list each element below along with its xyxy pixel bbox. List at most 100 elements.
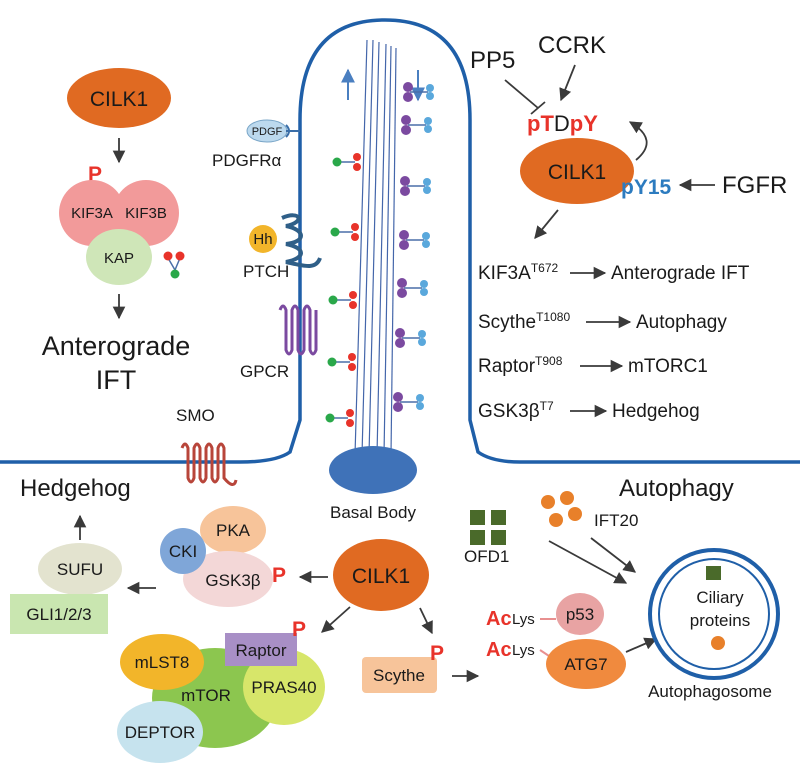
ptch-label: PTCH [243,262,289,281]
raptor-phospho-mark: P [292,618,306,641]
basal-body [329,446,417,494]
basal-body-label: Basal Body [330,503,416,522]
mtor-label: mTOR [181,686,231,705]
ptch-receptor-icon [281,213,322,268]
atg7-acetyl-mark: Ac [486,639,512,661]
motif-pt: pT [527,111,554,136]
gsk3b-label: GSK3β [205,571,260,590]
target-0-effect: Anterograde IFT [611,263,750,284]
scythe-phospho-mark: P [430,642,444,665]
cilk1-top [520,138,634,204]
cilk1-bottom [333,539,429,611]
cargo-icon [163,251,185,279]
anterograde-label: Anterograde [42,331,191,361]
deptor-node [117,701,203,763]
ciliary-protein-square-icon [706,566,721,580]
raptor-label: Raptor [235,641,286,660]
arrow-ift20-autophagosome [590,537,636,573]
scythe-label: Scythe [373,666,425,685]
ift-label: IFT [96,365,137,395]
cilk1-bottom-label: CILK1 [352,565,410,588]
ift-particles [325,82,434,427]
axoneme-microtubules [354,39,397,456]
arrow-ccrk [559,64,576,102]
ift20-label: IFT20 [594,511,638,530]
sufu-node [38,543,122,595]
cilk1-top-label: CILK1 [548,161,606,184]
motif-py: pY [570,111,598,136]
ccrk-label: CCRK [538,32,606,59]
pdgf-label: PDGF [252,126,283,138]
target-3-effect: Hedgehog [612,401,700,422]
target-1-name: ScytheT1080 [478,310,570,333]
atg7-label: ATG7 [564,655,607,674]
py15-label: pY15 [621,176,672,199]
pka-node [200,506,266,554]
arrow-cilk1-targets [534,209,559,239]
atg7-node [546,639,626,689]
fgfr-label: FGFR [722,172,787,199]
target-3-name: GSK3βT7 [478,399,554,422]
inhibit-pp5 [504,79,539,109]
scythe-node [362,657,437,693]
arrow-atg7-autophagosome [625,637,658,653]
gsk3b-node [183,551,273,607]
cell-membrane [0,18,800,464]
target-2-name: RaptorT908 [478,354,563,377]
arrow-cilk1-scythe [419,607,433,635]
hedgehog-label: Hedgehog [20,475,131,502]
cki-label: CKI [169,542,197,561]
autophagosome-label: Autophagosome [648,682,772,701]
p53-acetyl-mark: Ac [486,608,512,630]
deptor-label: DEPTOR [125,723,196,742]
target-2-effect: mTORC1 [628,356,708,377]
cilk1-left [67,68,171,128]
raptor-node [225,633,297,666]
autophosphorylation-arrow [628,121,648,161]
pp5-label: PP5 [470,47,515,74]
autophagy-label: Autophagy [619,475,734,502]
gli-label: GLI1/2/3 [26,605,91,624]
autophagosome-outer [648,548,780,680]
kif3b-node [113,180,179,246]
sufu-label: SUFU [57,560,103,579]
hh-label: Hh [253,231,272,248]
gli-node [10,594,108,634]
cki-node [160,528,206,574]
smo-label: SMO [176,406,215,425]
gpcr-receptor-icon [278,304,318,356]
gpcr-label: GPCR [240,362,289,381]
gsk3b-phospho-mark: P [272,564,286,587]
pka-label: PKA [216,521,251,540]
kif3a-label: KIF3A [71,205,113,222]
motif-d: D [554,111,570,136]
inhibit-pp5-bar [530,101,546,115]
ciliary-label-line2: proteins [690,611,750,630]
ift20-icon [541,491,582,527]
atg7-lys-label: Lys [512,642,535,659]
ofd1-label: OFD1 [464,547,509,566]
kif3b-label: KIF3B [125,205,167,222]
p53-lys-label: Lys [512,611,535,628]
pras40-node [243,649,325,725]
smo-receptor-icon [180,442,238,486]
p53-node [556,593,604,635]
autophagosome-inner [658,558,770,670]
ciliary-protein-dot-icon [711,636,725,650]
kif3a-node [59,180,125,246]
motif-label: pTDpY [527,111,598,136]
mlst8-label: mLST8 [135,653,190,672]
mlst8-node [120,634,204,690]
arrow-ofd1-autophagosome [548,540,628,584]
cilk1-left-label: CILK1 [90,88,148,111]
ciliary-label-line1: Ciliary [696,588,744,607]
target-0-name: KIF3AT672 [478,261,558,284]
kap-label: KAP [104,250,134,267]
kap-node [86,229,152,285]
pdgfr-receptor-icon [285,124,300,138]
hh-ligand [249,225,277,253]
p53-label: p53 [566,605,594,624]
pdgfra-label: PDGFRα [212,151,282,170]
